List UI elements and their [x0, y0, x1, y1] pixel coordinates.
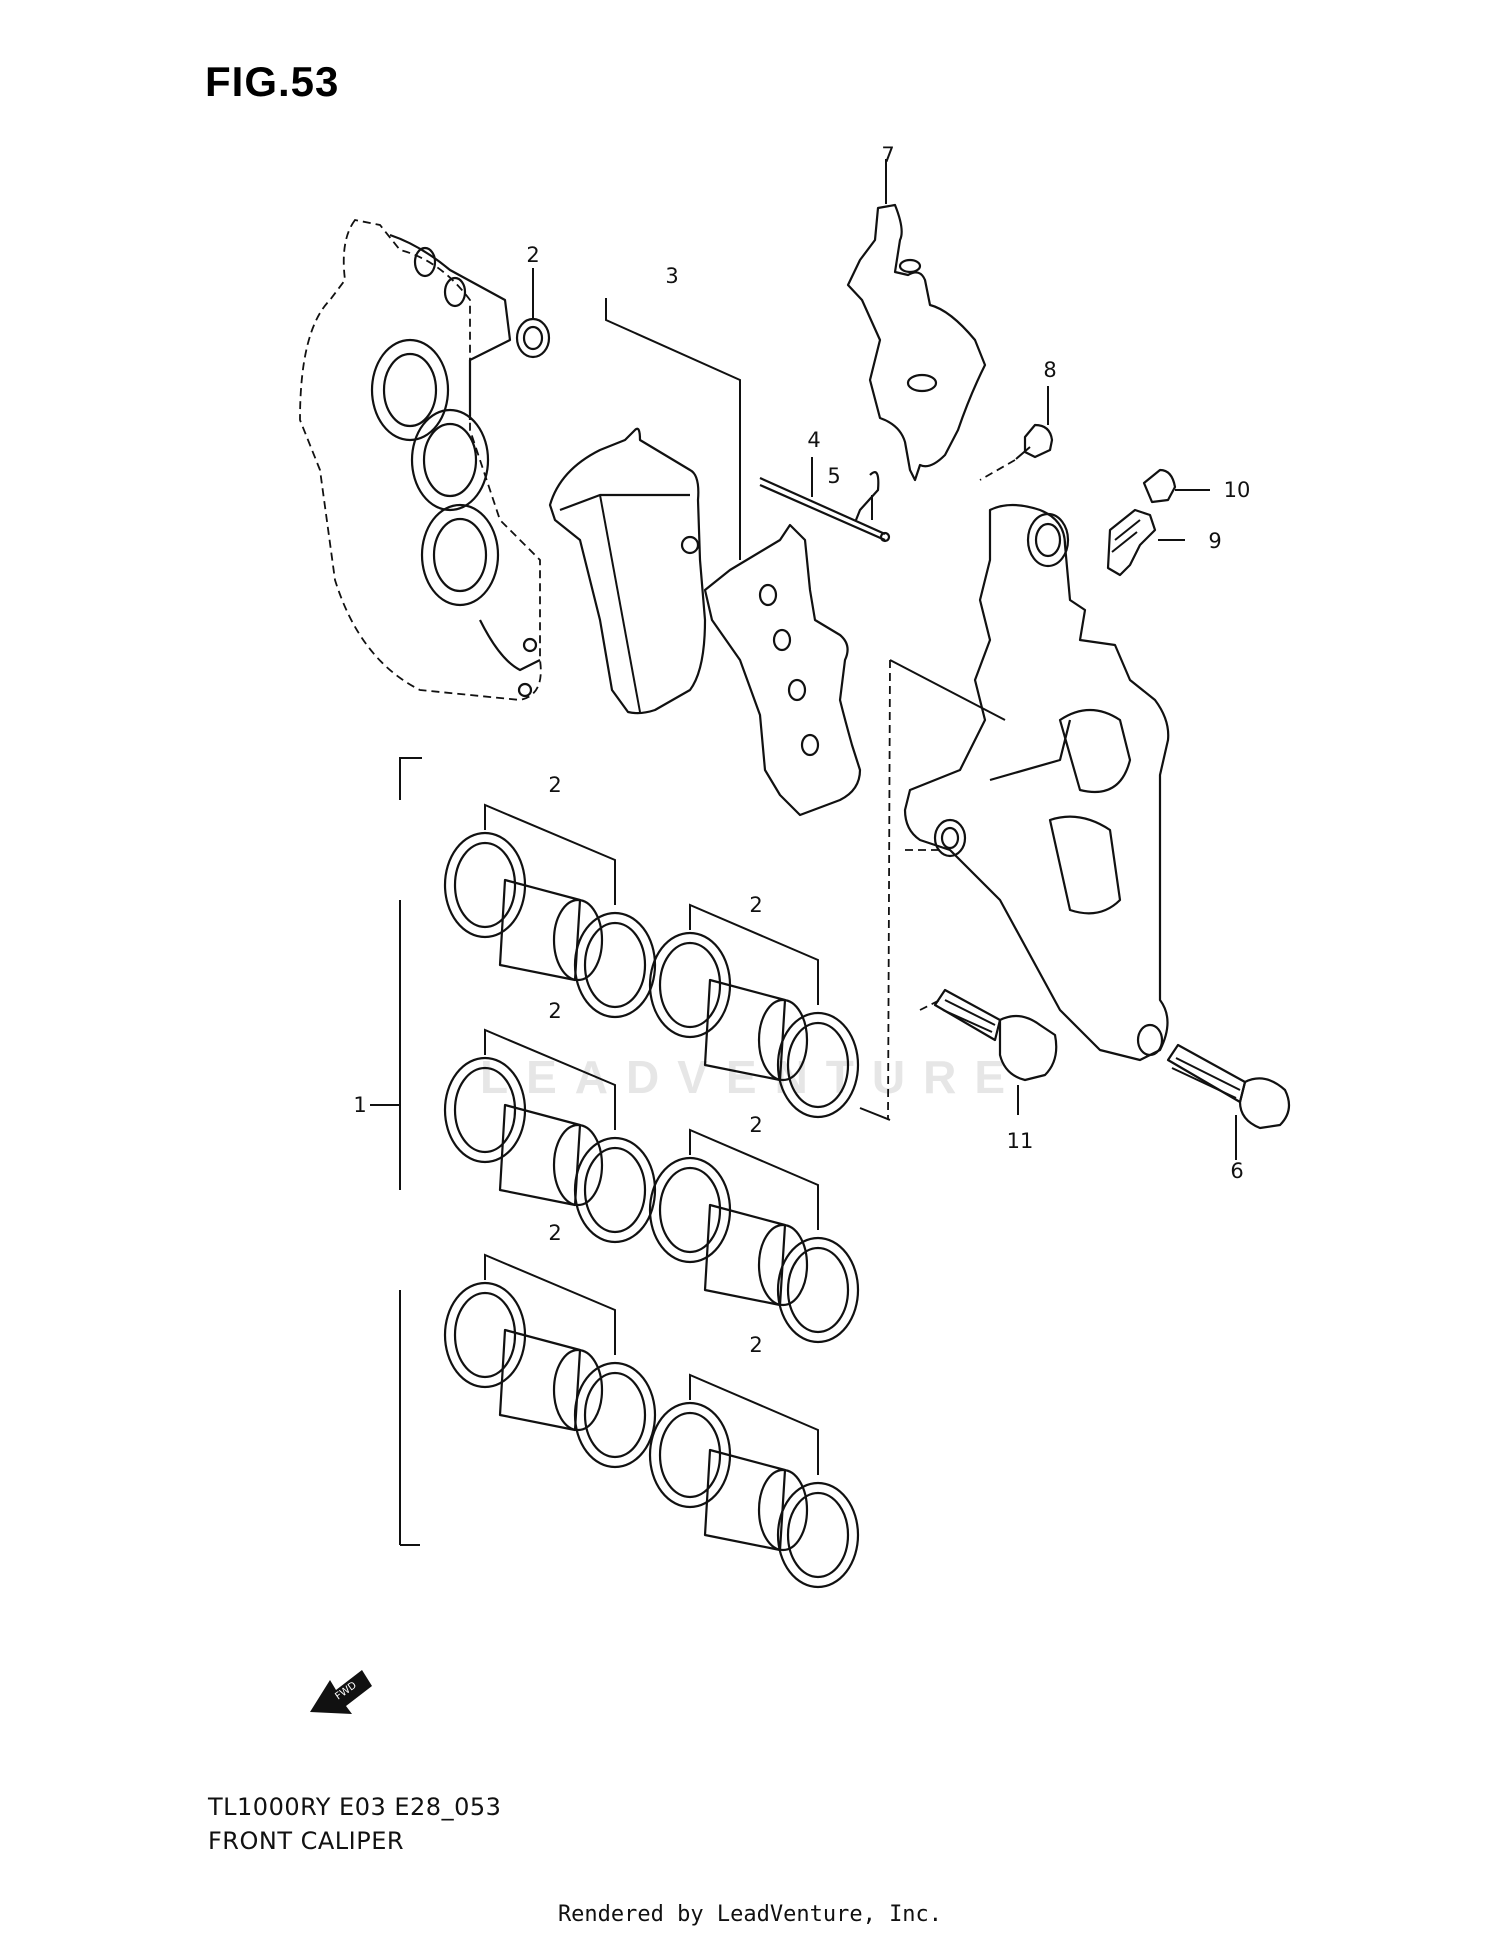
diagram-code: TL1000RY E03 E28_053 — [208, 1793, 502, 1821]
callout-2-set3: 2 — [548, 999, 561, 1023]
piston-set-3 — [443, 1028, 657, 1244]
pad-callout-bracket — [605, 298, 741, 560]
mounting-bolt-6 — [1166, 1043, 1291, 1160]
piston-set-4 — [648, 1128, 860, 1344]
callout-2-set4: 2 — [749, 1113, 762, 1137]
piston-set-6 — [648, 1373, 860, 1589]
fwd-arrow-icon: FWD — [310, 1670, 372, 1714]
callout-4: 4 — [807, 428, 820, 452]
seal-kit-bracket — [370, 757, 422, 1546]
caliper-inner-half — [299, 219, 542, 701]
caliper-outer-half — [903, 503, 1170, 1062]
callout-6: 6 — [1230, 1159, 1243, 1183]
callout-3: 3 — [665, 264, 678, 288]
brake-pad-back — [548, 427, 707, 715]
rendered-by-credit: Rendered by LeadVenture, Inc. — [557, 1902, 943, 1927]
pad-pin — [759, 457, 891, 543]
callout-7: 7 — [881, 143, 894, 167]
bolt-8 — [979, 386, 1054, 481]
callout-2-set1: 2 — [548, 773, 561, 797]
callout-8: 8 — [1043, 358, 1056, 382]
callout-5: 5 — [827, 464, 840, 488]
bleeder-cap — [1142, 468, 1210, 504]
pin-clip — [854, 471, 880, 521]
brake-pad-front — [703, 523, 862, 817]
washer-top — [515, 268, 551, 359]
piston-set-1 — [443, 803, 657, 1019]
pad-spring — [846, 159, 987, 482]
mounting-bolt-11 — [919, 988, 1058, 1115]
callout-2-set5: 2 — [548, 1221, 561, 1245]
callout-11: 11 — [1007, 1129, 1034, 1153]
piston-set-2 — [648, 903, 860, 1119]
diagram-name: FRONT CALIPER — [208, 1827, 405, 1855]
piston-set-5 — [443, 1253, 657, 1469]
callout-2-top: 2 — [526, 243, 539, 267]
callout-10: 10 — [1224, 478, 1251, 502]
figure-title: FIG.53 — [205, 58, 340, 105]
callout-1: 1 — [353, 1093, 366, 1117]
assembly-guide — [859, 659, 1006, 1121]
callout-2-set2: 2 — [749, 893, 762, 917]
callout-9: 9 — [1208, 529, 1221, 553]
callout-2-set6: 2 — [749, 1333, 762, 1357]
watermark-text: LEADVENTURE — [480, 1051, 1024, 1103]
bleeder-valve — [1106, 508, 1185, 577]
